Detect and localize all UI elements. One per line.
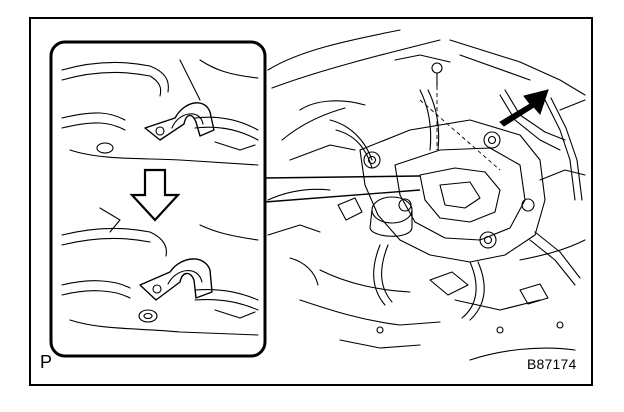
engine-assembly-illustration (267, 29, 586, 361)
inset-detail-after (61, 207, 259, 336)
figure-code: B87174 (527, 356, 577, 372)
dashed-reference-lines (419, 86, 501, 171)
up-right-arrow-icon (499, 89, 549, 127)
outer-frame (29, 17, 593, 386)
inset-detail-before (61, 59, 259, 166)
down-arrow-icon (129, 168, 181, 222)
page-letter: P (40, 352, 53, 372)
callout-leader-lines (264, 175, 421, 203)
